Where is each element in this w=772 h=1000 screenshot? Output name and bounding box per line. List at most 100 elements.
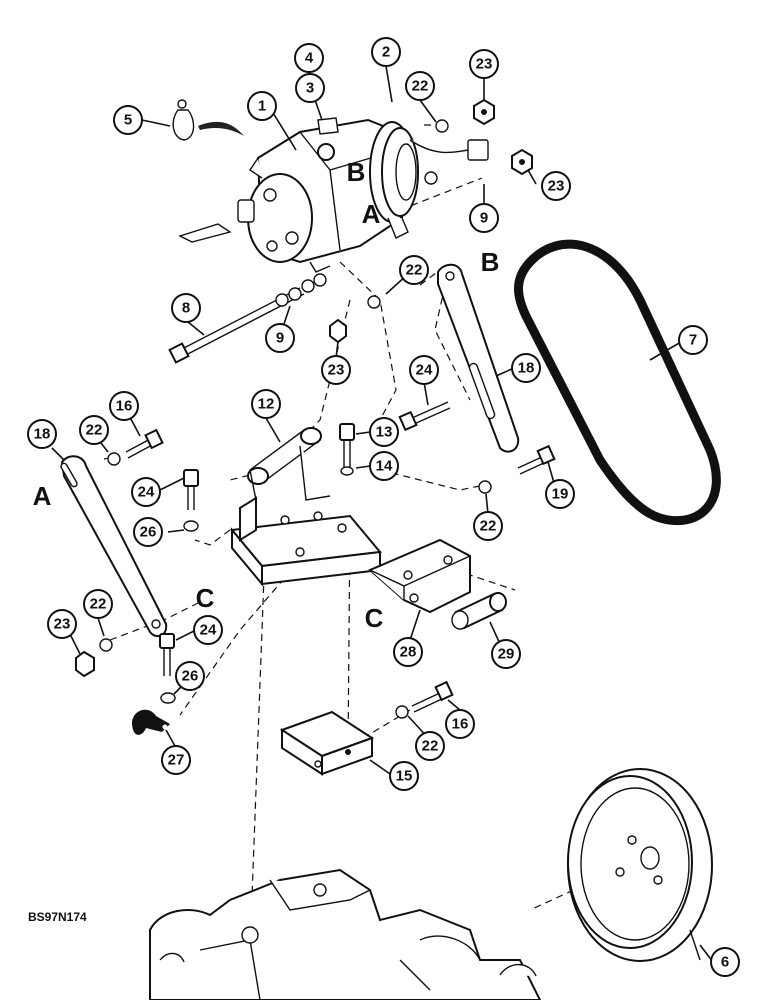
- svg-text:28: 28: [400, 644, 417, 661]
- pulley-part-6: [567, 768, 713, 962]
- callout-28: 28: [393, 637, 423, 667]
- callout-23-left: 23: [47, 609, 77, 639]
- callout-22-right: 22: [473, 511, 503, 541]
- svg-text:5: 5: [124, 112, 132, 129]
- long-bolt-part-8: [168, 171, 438, 364]
- mount-bracket-part-12: [230, 427, 382, 587]
- svg-text:22: 22: [422, 738, 439, 755]
- reference-letter-c-strap: C: [196, 583, 215, 613]
- reference-letters: A A B B C C: [33, 157, 500, 633]
- svg-text:6: 6: [721, 954, 729, 971]
- adjusting-strap-right: [437, 263, 520, 453]
- callout-8: 8: [171, 293, 201, 323]
- svg-text:3: 3: [306, 80, 314, 97]
- svg-text:9: 9: [480, 210, 488, 227]
- reference-letter-c-bracket: C: [365, 603, 384, 633]
- svg-text:27: 27: [168, 752, 185, 769]
- svg-text:22: 22: [412, 78, 429, 95]
- callout-9-right: 9: [469, 203, 499, 233]
- reference-letter-a-strap: A: [33, 481, 52, 511]
- fasteners-top: [329, 98, 533, 344]
- svg-text:22: 22: [86, 422, 103, 439]
- callout-23-top: 23: [469, 49, 499, 79]
- callout-16-upper: 16: [109, 391, 139, 421]
- spacer-part-29: [451, 592, 507, 630]
- callout-13: 13: [369, 417, 399, 447]
- callout-24-lower: 24: [193, 615, 223, 645]
- callout-14: 14: [369, 451, 399, 481]
- svg-text:4: 4: [305, 50, 314, 67]
- callout-12: 12: [251, 389, 281, 419]
- svg-text:24: 24: [138, 484, 155, 501]
- svg-text:22: 22: [406, 262, 423, 279]
- svg-text:19: 19: [552, 486, 569, 503]
- svg-text:26: 26: [140, 524, 157, 541]
- callout-22-lower-left: 22: [83, 589, 113, 619]
- callout-27: 27: [161, 745, 191, 775]
- svg-text:29: 29: [498, 646, 515, 663]
- bracket-part-28: [368, 538, 471, 614]
- callout-29: 29: [491, 639, 521, 669]
- svg-text:22: 22: [480, 518, 497, 535]
- svg-text:14: 14: [376, 458, 393, 475]
- clip-part-5: [172, 99, 244, 141]
- callout-5: 5: [113, 105, 143, 135]
- svg-text:1: 1: [258, 98, 266, 115]
- bolt-24-left: [183, 469, 199, 532]
- callout-7: 7: [678, 325, 708, 355]
- svg-text:13: 13: [376, 424, 393, 441]
- reference-letter-b-compressor: B: [347, 157, 366, 187]
- svg-text:23: 23: [548, 178, 565, 195]
- bolt-16-lower: [395, 680, 454, 719]
- callout-24-left: 24: [131, 477, 161, 507]
- svg-text:23: 23: [476, 56, 493, 73]
- svg-text:22: 22: [90, 596, 107, 613]
- callout-15: 15: [389, 761, 419, 791]
- callout-26-upper: 26: [133, 517, 163, 547]
- svg-text:18: 18: [34, 426, 51, 443]
- svg-text:26: 26: [182, 668, 199, 685]
- callout-2: 2: [371, 37, 401, 67]
- svg-text:18: 18: [518, 360, 535, 377]
- callout-16-lower: 16: [445, 709, 475, 739]
- bolt-19: [478, 444, 556, 494]
- figure-code: BS97N174: [28, 910, 87, 924]
- block-part-15: [279, 710, 375, 776]
- svg-text:8: 8: [182, 300, 190, 317]
- callout-22-lower: 22: [415, 731, 445, 761]
- callout-22-left: 22: [79, 415, 109, 445]
- svg-text:23: 23: [328, 362, 345, 379]
- svg-text:12: 12: [258, 396, 275, 413]
- callout-1: 1: [247, 91, 277, 121]
- bolt-16-upper: [107, 428, 164, 466]
- callout-19: 19: [545, 479, 575, 509]
- drive-belt: [514, 239, 721, 526]
- reference-letter-a-compressor: A: [362, 199, 381, 229]
- svg-text:2: 2: [382, 44, 390, 61]
- callout-18-right: 18: [511, 353, 541, 383]
- svg-text:23: 23: [54, 616, 71, 633]
- callout-3: 3: [295, 73, 325, 103]
- callout-22-mid: 22: [399, 255, 429, 285]
- svg-text:7: 7: [689, 332, 697, 349]
- adjusting-strap-left: [60, 455, 168, 638]
- callout-22-top: 22: [405, 71, 435, 101]
- callout-4: 4: [294, 43, 324, 73]
- clamp-part-27: [132, 709, 170, 735]
- svg-text:9: 9: [276, 330, 284, 347]
- svg-text:15: 15: [396, 768, 413, 785]
- callout-26-lower: 26: [175, 661, 205, 691]
- compressor: [178, 117, 489, 273]
- bolt-24-upper: [398, 401, 451, 432]
- fasteners-lower-left: [75, 633, 176, 704]
- engine-block: [149, 868, 542, 1000]
- callout-9-left: 9: [265, 323, 295, 353]
- svg-text:16: 16: [116, 398, 133, 415]
- callout-23-right: 23: [541, 171, 571, 201]
- svg-text:24: 24: [416, 362, 433, 379]
- callouts: 1 2 3 4 5 6 7 8 9 9 12 13 14 15 16 16 18…: [27, 37, 740, 977]
- svg-text:24: 24: [200, 622, 217, 639]
- svg-text:16: 16: [452, 716, 469, 733]
- reference-letter-b-strap: B: [481, 247, 500, 277]
